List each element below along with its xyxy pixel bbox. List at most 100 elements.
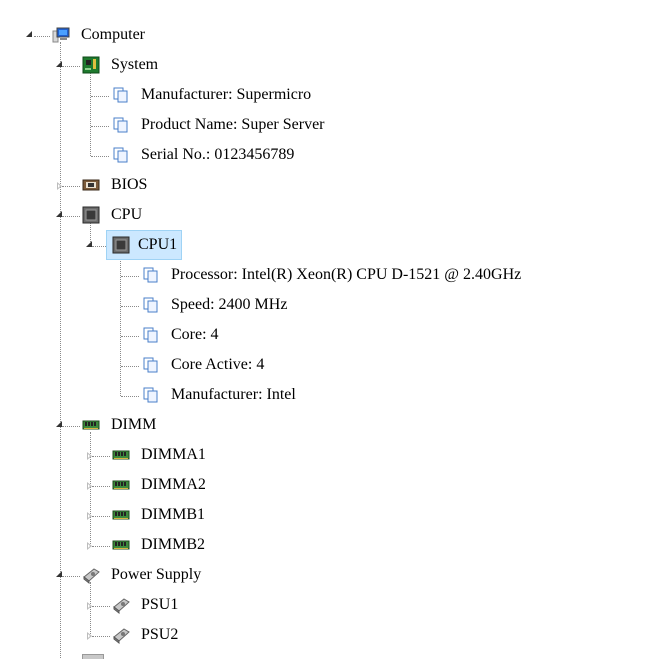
tree-guide-line: [60, 42, 61, 658]
node-label: PSU2: [141, 626, 179, 643]
tree-node-property[interactable]: Speed: 2400 MHz: [142, 290, 290, 320]
node-label: Serial No.: 0123456789: [141, 146, 295, 163]
collapse-toggle[interactable]: [87, 482, 92, 490]
tree-connector: [92, 486, 110, 487]
tree-guide-line: [120, 252, 121, 396]
tree-connector: [62, 576, 80, 577]
tree-node-dimm-slot[interactable]: DIMMA1: [112, 440, 209, 470]
computer-icon: [52, 26, 70, 44]
node-label: Core Active: 4: [171, 356, 265, 373]
node-label: DIMMA2: [141, 476, 206, 493]
node-label: CPU: [111, 206, 143, 223]
node-label: Processor: Intel(R) Xeon(R) CPU D-1521 @…: [171, 266, 522, 283]
property-icon: [142, 296, 160, 314]
node-label: Core: 4: [171, 326, 219, 343]
tree-node-property[interactable]: Core: 4: [142, 320, 222, 350]
property-icon: [142, 326, 160, 344]
tree-connector: [62, 186, 80, 187]
collapse-toggle[interactable]: [87, 512, 92, 520]
tree-connector: [34, 36, 50, 37]
node-label: Manufacturer: Supermicro: [141, 86, 312, 103]
expand-toggle[interactable]: [56, 61, 62, 67]
cpu-icon: [82, 206, 100, 224]
tree-connector: [121, 336, 139, 337]
tree-node-dimm[interactable]: DIMM: [82, 410, 159, 440]
tree-node-dimm-slot[interactable]: DIMMB1: [112, 500, 208, 530]
tree-node-property[interactable]: Processor: Intel(R) Xeon(R) CPU D-1521 @…: [142, 260, 524, 290]
tree-guide-line: [90, 72, 91, 156]
property-icon: [112, 146, 130, 164]
tree-connector: [121, 276, 139, 277]
node-label: Manufacturer: Intel: [171, 386, 296, 403]
node-label: DIMM: [111, 416, 157, 433]
power-supply-icon: [112, 626, 130, 644]
expand-toggle[interactable]: [56, 571, 62, 577]
node-label: DIMMB2: [141, 536, 206, 553]
tree-connector: [92, 456, 110, 457]
tree-node-psu[interactable]: PSU2: [112, 620, 181, 650]
node-label: Power Supply: [111, 566, 202, 583]
collapse-toggle[interactable]: [87, 452, 92, 460]
tree-node-property[interactable]: Manufacturer: Supermicro: [112, 80, 314, 110]
tree-connector: [62, 66, 80, 67]
tree-node-property[interactable]: Manufacturer: Intel: [142, 380, 299, 410]
property-icon: [112, 116, 130, 134]
node-label: Computer: [81, 26, 145, 43]
tree-connector: [91, 96, 109, 97]
node-label: CPU1: [138, 236, 178, 253]
tree-node-cpu[interactable]: CPU: [82, 200, 145, 230]
tree-node-dimm-slot[interactable]: DIMMA2: [112, 470, 209, 500]
node-label: PSU1: [141, 596, 179, 613]
node-label: System: [111, 56, 159, 73]
tree-node-psu[interactable]: PSU1: [112, 590, 181, 620]
memory-module-icon: [112, 446, 130, 464]
tree-connector: [91, 156, 109, 157]
node-label: DIMMA1: [141, 446, 206, 463]
expand-toggle[interactable]: [86, 241, 92, 247]
tree-connector: [62, 216, 80, 217]
tree-node-computer[interactable]: Computer: [52, 20, 148, 50]
expand-toggle[interactable]: [56, 421, 62, 427]
memory-module-icon: [112, 536, 130, 554]
expand-toggle[interactable]: [56, 211, 62, 217]
tree-connector: [92, 516, 110, 517]
cpu-icon: [112, 236, 130, 254]
collapse-toggle[interactable]: [87, 542, 92, 550]
node-label: DIMMB1: [141, 506, 206, 523]
memory-module-icon: [82, 416, 100, 434]
node-label: Speed: 2400 MHz: [171, 296, 288, 313]
node-label: Product Name: Super Server: [141, 116, 325, 133]
tree-connector: [92, 636, 110, 637]
tree-node-power-supply[interactable]: Power Supply: [82, 560, 204, 590]
property-icon: [112, 86, 130, 104]
collapse-toggle[interactable]: [87, 602, 92, 610]
tree-node-dimm-slot[interactable]: DIMMB2: [112, 530, 208, 560]
expand-toggle[interactable]: [26, 31, 32, 37]
collapse-toggle[interactable]: [87, 632, 92, 640]
tree-connector: [121, 366, 139, 367]
tree-connector: [121, 396, 139, 397]
power-supply-icon: [82, 566, 100, 584]
power-supply-icon: [112, 596, 130, 614]
collapse-toggle[interactable]: [57, 182, 62, 190]
bios-chip-icon: [82, 176, 100, 194]
property-icon: [142, 356, 160, 374]
tree-node-property[interactable]: Product Name: Super Server: [112, 110, 328, 140]
property-icon: [142, 266, 160, 284]
tree-connector: [92, 606, 110, 607]
tree-connector: [92, 246, 110, 247]
tree-connector: [91, 126, 109, 127]
tree-connector: [92, 546, 110, 547]
tree-node-cpu1[interactable]: CPU1: [106, 230, 183, 260]
tree-node-property[interactable]: Serial No.: 0123456789: [112, 140, 297, 170]
tree-node-property[interactable]: Core Active: 4: [142, 350, 267, 380]
tree-connector: [121, 306, 139, 307]
device-icon: [82, 654, 104, 659]
tree-node-system[interactable]: System: [82, 50, 161, 80]
tree-connector: [62, 426, 80, 427]
memory-module-icon: [112, 476, 130, 494]
tree-guide-line: [90, 222, 91, 246]
motherboard-icon: [82, 56, 100, 74]
tree-node-bios[interactable]: BIOS: [82, 170, 150, 200]
